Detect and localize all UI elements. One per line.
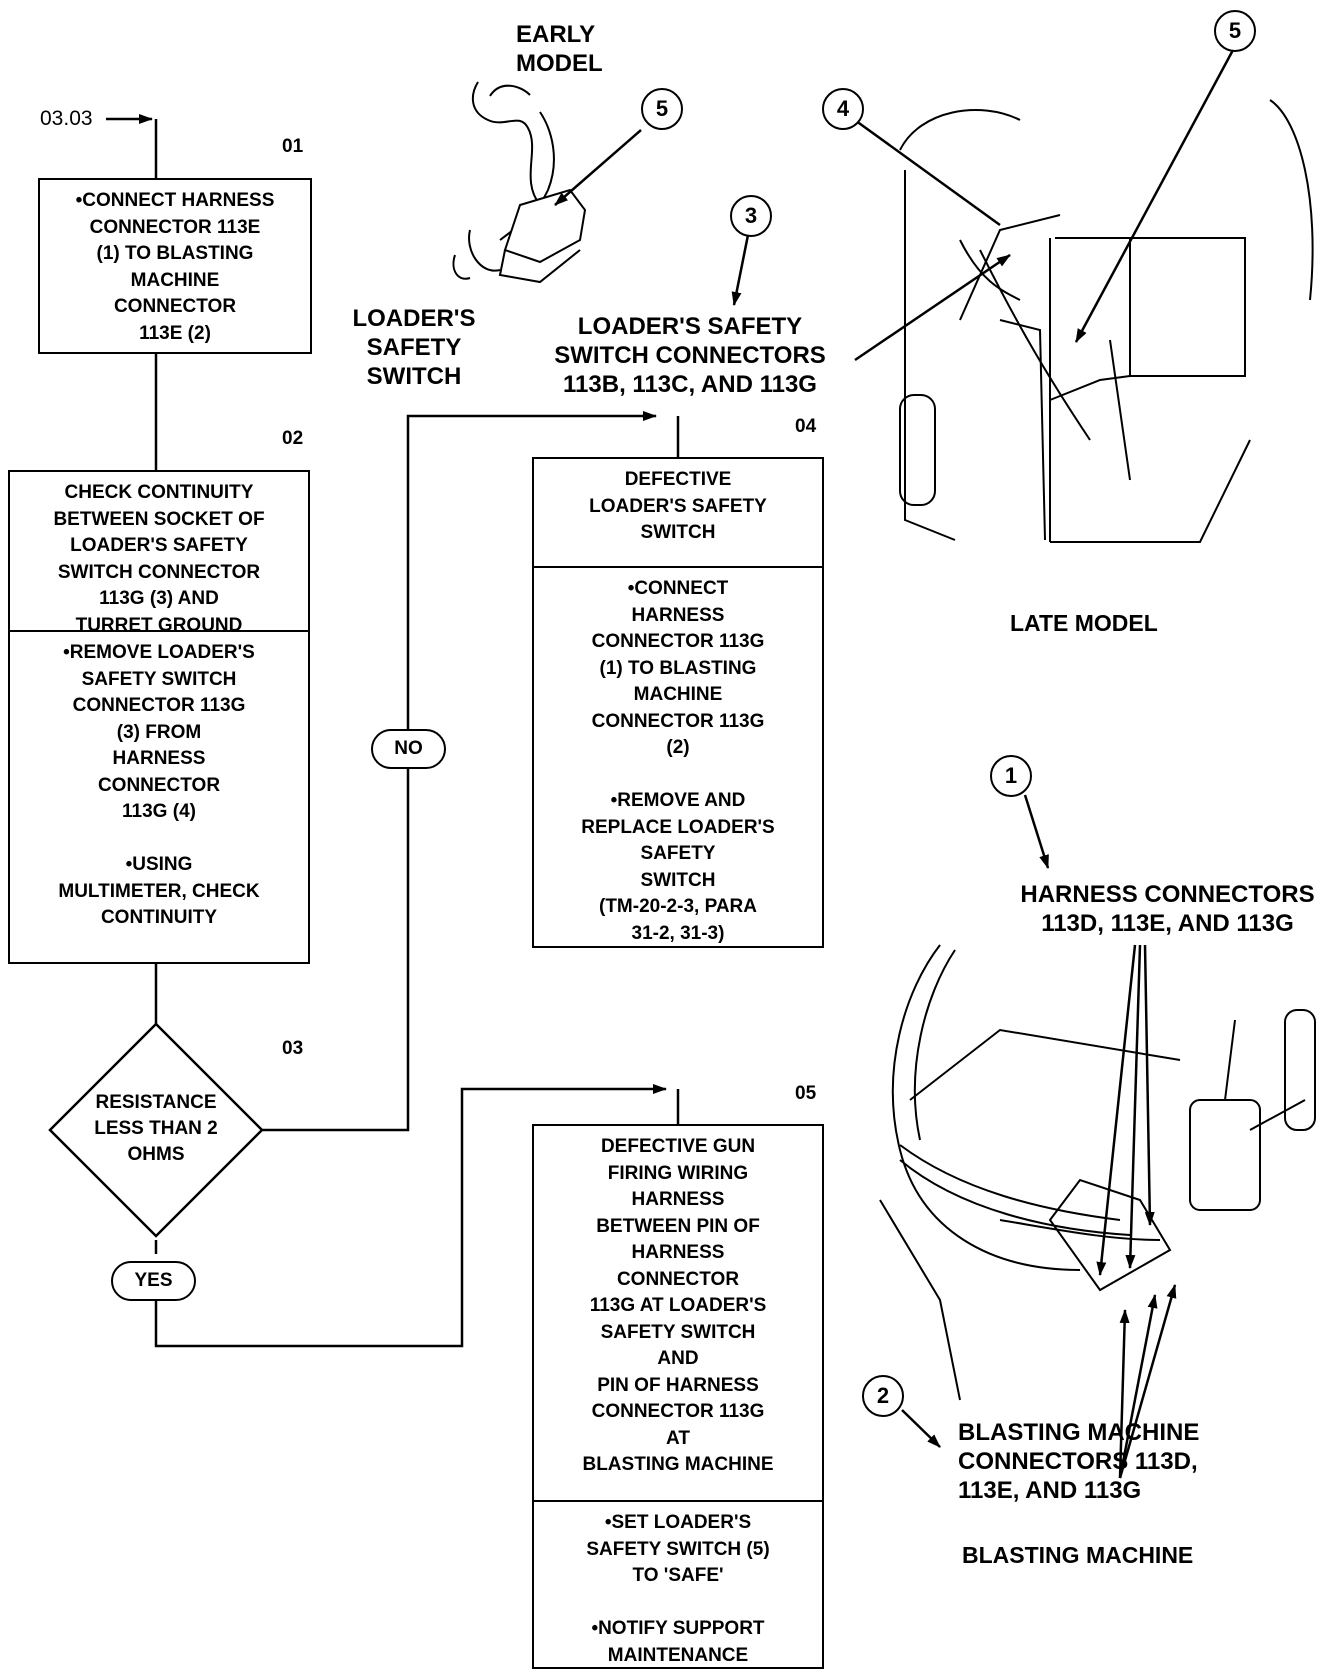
callout-5-early: 5	[641, 88, 683, 130]
no-branch-label: NO	[371, 729, 446, 769]
callout-5-late: 5	[1214, 10, 1256, 52]
decision-text: RESISTANCE LESS THAN 2 OHMS	[66, 1090, 246, 1168]
blasting-connectors-label: BLASTING MACHINE CONNECTORS 113D, 113E, …	[958, 1418, 1199, 1505]
callout-3: 3	[730, 195, 772, 237]
step-02-title: CHECK CONTINUITY BETWEEN SOCKET OF LOADE…	[10, 472, 308, 630]
early-model-label: EARLY MODEL	[516, 20, 603, 78]
step-02-number: 02	[282, 428, 303, 450]
blasting-machine-illustration	[880, 945, 1315, 1400]
entry-reference: 03.03	[40, 106, 93, 132]
step-05-title: DEFECTIVE GUN FIRING WIRING HARNESS BETW…	[534, 1126, 822, 1500]
step-05-number: 05	[795, 1083, 816, 1105]
callout-1: 1	[990, 755, 1032, 797]
late-model-illustration	[900, 100, 1313, 542]
step-01-number: 01	[282, 136, 303, 158]
step-03-number: 03	[282, 1038, 303, 1060]
callout-2: 2	[862, 1375, 904, 1417]
loaders-switch-label: LOADER'S SAFETY SWITCH	[340, 304, 488, 391]
step-02-actions: •REMOVE LOADER'S SAFETY SWITCH CONNECTOR…	[10, 630, 308, 940]
step-04-actions: •CONNECT HARNESS CONNECTOR 113G (1) TO B…	[534, 566, 822, 955]
step-05-box: DEFECTIVE GUN FIRING WIRING HARNESS BETW…	[532, 1124, 824, 1669]
step-04-title: DEFECTIVE LOADER'S SAFETY SWITCH	[534, 459, 822, 566]
step-02-box: CHECK CONTINUITY BETWEEN SOCKET OF LOADE…	[8, 470, 310, 964]
callout-4: 4	[822, 88, 864, 130]
blasting-machine-label: BLASTING MACHINE	[962, 1542, 1193, 1568]
step-01-box: •CONNECT HARNESS CONNECTOR 113E (1) TO B…	[38, 178, 312, 354]
switch-connectors-label: LOADER'S SAFETY SWITCH CONNECTORS 113B, …	[525, 312, 855, 399]
late-model-label: LATE MODEL	[1010, 610, 1158, 636]
step-04-box: DEFECTIVE LOADER'S SAFETY SWITCH •CONNEC…	[532, 457, 824, 948]
step-01-text: •CONNECT HARNESS CONNECTOR 113E (1) TO B…	[40, 180, 310, 355]
harness-connectors-label: HARNESS CONNECTORS 113D, 113E, AND 113G	[1000, 880, 1335, 938]
step-04-number: 04	[795, 416, 816, 438]
step-05-actions: •SET LOADER'S SAFETY SWITCH (5) TO 'SAFE…	[534, 1500, 822, 1677]
early-switch-illustration	[453, 82, 585, 282]
yes-branch-label: YES	[111, 1261, 196, 1301]
